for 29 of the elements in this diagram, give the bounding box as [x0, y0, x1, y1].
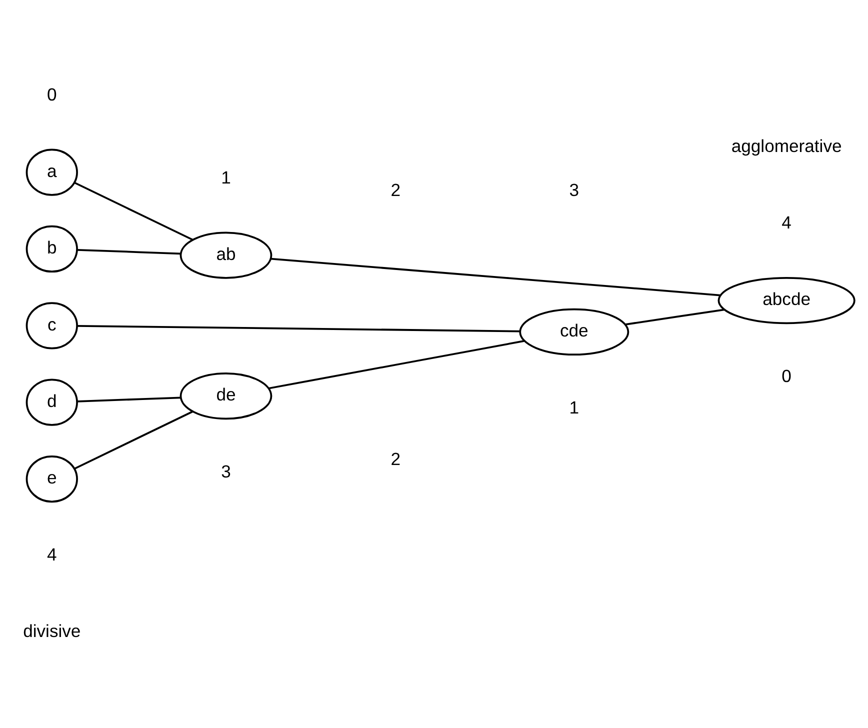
connector: [268, 340, 524, 390]
label: 4: [47, 544, 57, 564]
label: 3: [569, 180, 580, 200]
connector: [270, 258, 720, 296]
label: 3: [221, 461, 231, 482]
connector: [77, 325, 520, 332]
label: 0: [782, 366, 792, 386]
node-circle: e: [26, 455, 78, 503]
node-circle: c: [26, 302, 78, 350]
label: agglomerative: [731, 136, 842, 156]
connector: [626, 308, 724, 326]
label: 0: [47, 84, 57, 104]
node-ellipse: a: [26, 148, 78, 196]
connector: [74, 410, 193, 470]
node-ellipse: de: [180, 372, 272, 420]
node-circle: b: [26, 225, 78, 273]
label: 2: [390, 180, 401, 200]
connector: [77, 396, 181, 402]
node-ellipse: cde: [519, 308, 630, 356]
label: divisive: [23, 621, 81, 641]
label: 1: [221, 167, 231, 188]
label: 4: [782, 212, 792, 233]
connector: [74, 182, 193, 241]
node-ellipse: abcde: [718, 276, 856, 324]
node-circle: d: [26, 378, 78, 426]
label: 2: [390, 448, 401, 469]
node-ellipse: ab: [180, 232, 272, 279]
label: 1: [569, 397, 580, 418]
connector: [77, 248, 181, 255]
